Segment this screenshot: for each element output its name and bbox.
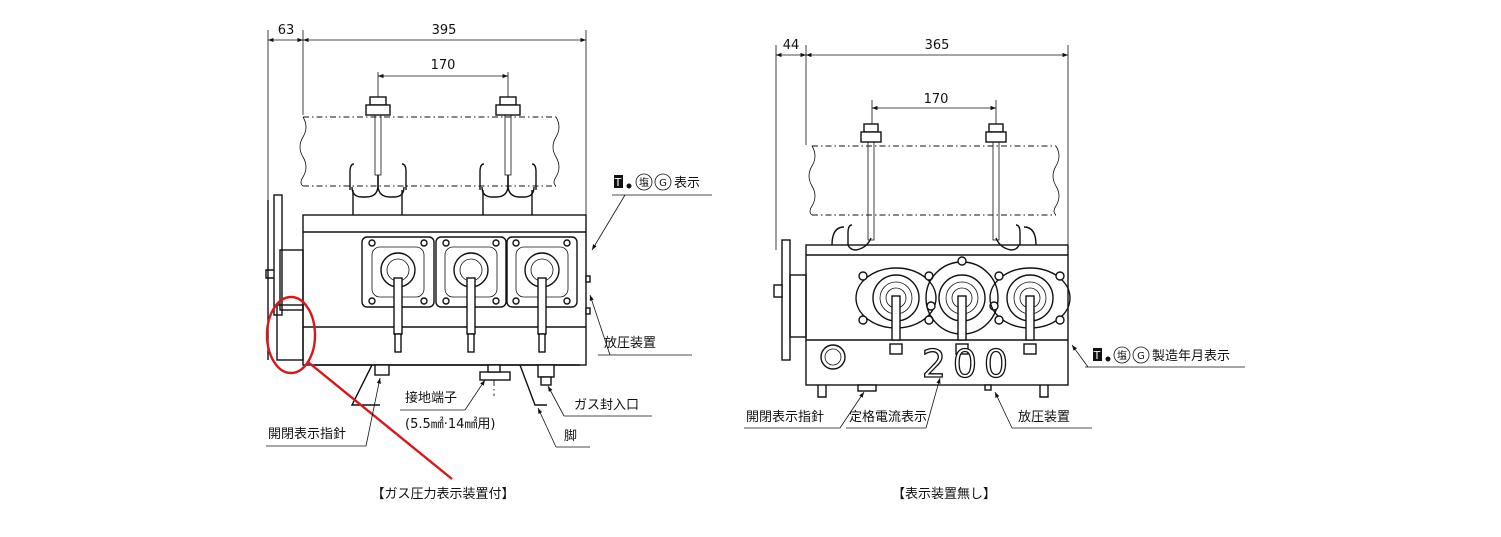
gauge-highlight — [265, 295, 453, 480]
right-bushing-2 — [925, 256, 999, 355]
gas-inlet-label: ガス封入口 — [574, 398, 639, 413]
ground-spec-label: (5.5㎟·14㎟用) — [405, 417, 496, 432]
leg-label: 脚 — [564, 428, 577, 444]
right-mark-t: T — [1093, 349, 1101, 362]
left-dimensions: 63 395 170 — [267, 23, 587, 215]
left-mark-g: G — [659, 178, 667, 189]
left-mark-t: T — [614, 176, 622, 189]
left-mark-label: T 塩 G 表示 — [591, 173, 712, 251]
left-mark-shio: 塩 — [639, 176, 649, 189]
left-bushings — [361, 236, 578, 353]
right-indicator-label: 開閉表示指針 — [746, 410, 824, 425]
left-dim-width: 395 — [432, 23, 457, 38]
left-dim-offset: 63 — [278, 23, 295, 38]
right-dim-offset: 44 — [783, 38, 800, 53]
right-support-beam — [808, 145, 1060, 216]
left-bushing-2 — [435, 236, 507, 353]
right-caption: 【表示装置無し】 — [892, 487, 996, 502]
right-view: 44 365 170 — [744, 38, 1245, 502]
left-bushing-3 — [506, 236, 578, 353]
right-mark-g: G — [1137, 351, 1145, 362]
right-switch-body — [773, 239, 1069, 398]
left-view: 63 395 170 — [265, 23, 712, 502]
right-dimensions: 44 365 170 — [775, 38, 1069, 250]
right-callouts: 開閉表示指針 定格電流表示 放圧装置 — [744, 377, 1092, 429]
rating-digit-3: 0 — [984, 342, 1008, 386]
right-mark-label: T 塩 G 製造年月表示 — [1071, 344, 1245, 368]
left-caption: 【ガス圧力表示装置付】 — [371, 487, 514, 502]
rating-digits: 2 0 0 — [921, 341, 1008, 386]
ground-terminal — [479, 371, 511, 381]
rating-digit-2: 0 — [953, 342, 977, 386]
rating-label: 定格電流表示 — [849, 409, 927, 425]
right-dim-width: 365 — [925, 38, 950, 53]
left-support-beam — [299, 116, 560, 187]
left-mark-text: 表示 — [674, 176, 700, 191]
ground-label: 接地端子 — [405, 390, 457, 406]
left-indicator-label: 開閉表示指針 — [268, 427, 346, 442]
left-bushing-1 — [361, 236, 435, 353]
right-release-label: 放圧装置 — [1018, 410, 1070, 425]
gas-inlet — [537, 364, 555, 378]
rating-digit-1: 2 — [922, 342, 946, 386]
right-mark-shio: 塩 — [1117, 349, 1127, 362]
left-bottom-parts — [350, 275, 591, 406]
left-release-label: 放圧装置 — [604, 336, 656, 351]
right-mark-text: 製造年月表示 — [1152, 349, 1230, 364]
left-hanger-bolts — [349, 96, 537, 215]
left-callouts: 放圧装置 接地端子 (5.5㎟·14㎟用) ガス封入口 脚 開閉表示指針 — [266, 294, 692, 448]
right-bushing-1 — [855, 267, 937, 355]
right-dim-bolt-pitch: 170 — [924, 92, 949, 107]
right-bushings — [855, 256, 1071, 355]
left-dim-bolt-pitch: 170 — [431, 58, 456, 73]
right-bushing-3 — [989, 267, 1071, 355]
right-hanger-bolts — [831, 123, 1037, 251]
